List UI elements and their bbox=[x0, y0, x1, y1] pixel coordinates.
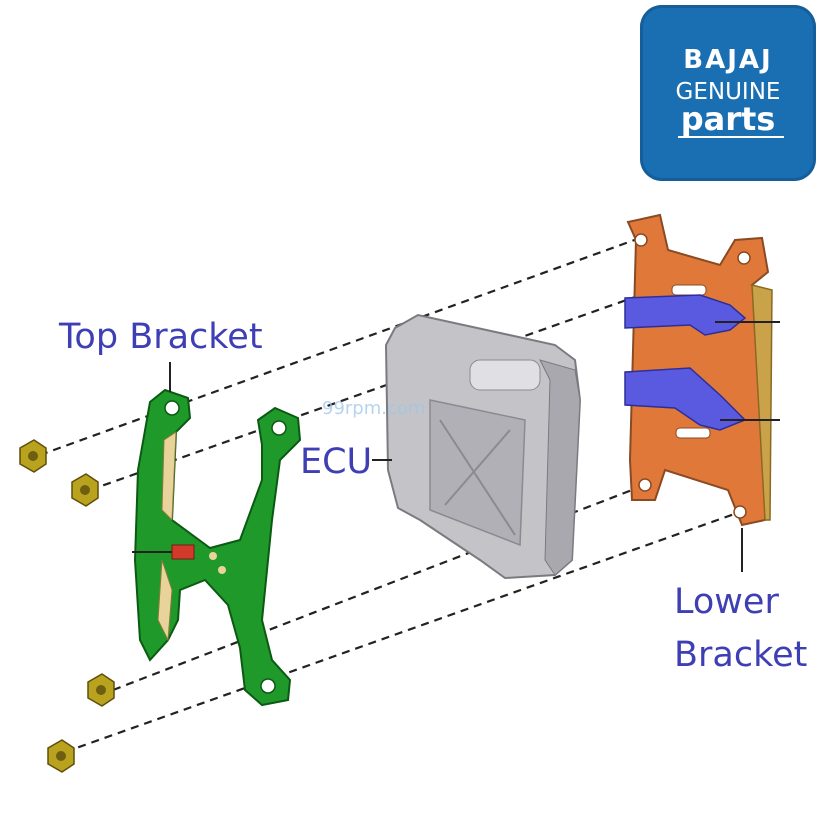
top-bracket bbox=[132, 362, 302, 707]
watermark: 99rpm.com bbox=[322, 398, 426, 419]
logo-line3: parts bbox=[680, 100, 776, 138]
logo-line2: GENUINE bbox=[675, 79, 781, 105]
flange-nut bbox=[19, 439, 47, 473]
bracket-marker bbox=[171, 544, 195, 560]
ecu-label: ECU bbox=[300, 442, 373, 482]
lower-bracket-label: Lower Bracket bbox=[674, 576, 807, 682]
lower-bracket-label-line2: Bracket bbox=[674, 635, 808, 675]
lower-bracket-tab bbox=[624, 367, 747, 431]
alignment-line bbox=[64, 510, 741, 754]
flange-nut bbox=[47, 739, 75, 773]
flange-nut bbox=[87, 673, 115, 707]
ecu-unit bbox=[372, 313, 582, 580]
lower-bracket bbox=[624, 213, 780, 572]
lower-bracket-tab bbox=[624, 294, 747, 336]
top-bracket-label: Top Bracket bbox=[59, 317, 263, 357]
flange-nut bbox=[71, 473, 99, 507]
nuts bbox=[19, 439, 115, 773]
logo-brand: BAJAJ bbox=[683, 45, 773, 75]
lower-bracket-label-line1: Lower bbox=[674, 582, 779, 622]
logo-underline bbox=[678, 136, 784, 138]
bajaj-genuine-parts-logo: BAJAJ GENUINE parts bbox=[640, 5, 816, 181]
